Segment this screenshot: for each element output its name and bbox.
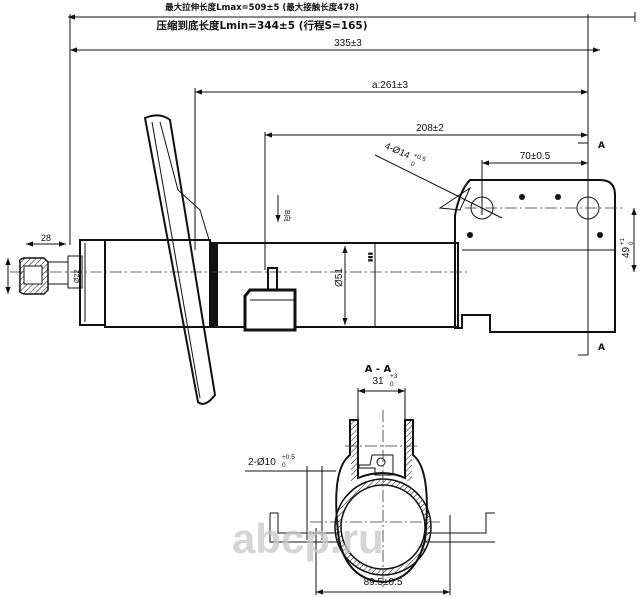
tol-upper: +3 [390,373,398,380]
body-collar [210,243,218,327]
leader-line [374,154,503,219]
brake-hose-bracket [243,288,297,332]
bracket-hole [376,457,386,467]
tol-upper: +0.5 [412,152,427,164]
dia-22: Ø22 [74,270,81,283]
dim-335: 335±3 [334,38,362,49]
section-mark-top: A [598,141,605,151]
dim-70: 70±0.5 [520,151,551,162]
nut-bore [23,265,43,285]
tol-upper: +0.5 [282,454,295,461]
view-b-label: B向 [283,210,292,222]
section-hatch [351,421,357,481]
section-title: A - A [365,364,392,375]
dim-208: 208±2 [416,123,444,134]
tol-lower: 0 [282,462,286,469]
upper-mount [104,239,211,328]
tol-upper: +1 [620,237,626,245]
mounting-bracket [454,179,616,333]
dia-51: Ø51 [334,268,345,287]
body-marking: ▮▮▮ [368,252,374,262]
dim-a261: a:261±3 [372,80,409,91]
rivet-marks [467,194,603,238]
spring-seat [143,114,217,405]
max-length-label: 最大拉伸长度Lmax=509±5 (最大接触长度478) [165,2,359,13]
base-plate [269,512,495,543]
holes-4-label: 4-Ø14 [383,141,412,162]
spring-seat-edge [151,121,201,399]
dim-89: 89.5±0.5 [364,577,403,588]
holes-4-callout: 4-Ø14 +0.5 0 [383,141,427,169]
min-length-label: 压缩到底长度Lmin=344±5 (行程S=165) [156,19,367,32]
watermark: abcp.ru [232,515,384,562]
section-hatch [406,421,412,481]
dim-31: 31 [372,376,384,387]
dim-49: 49 [621,246,632,258]
dust-cup [79,239,105,326]
dim-28: 28 [41,233,51,243]
tol-lower: 0 [390,381,394,388]
bracket-tab [438,186,472,211]
holes-2-label: 2-Ø10 [248,457,276,468]
tol-lower: 0 [409,161,416,169]
sensor-bracket [358,454,394,476]
section-mark-bottom: A [598,343,605,353]
piston-rod [47,261,69,285]
spring-seat-edge [159,121,211,244]
